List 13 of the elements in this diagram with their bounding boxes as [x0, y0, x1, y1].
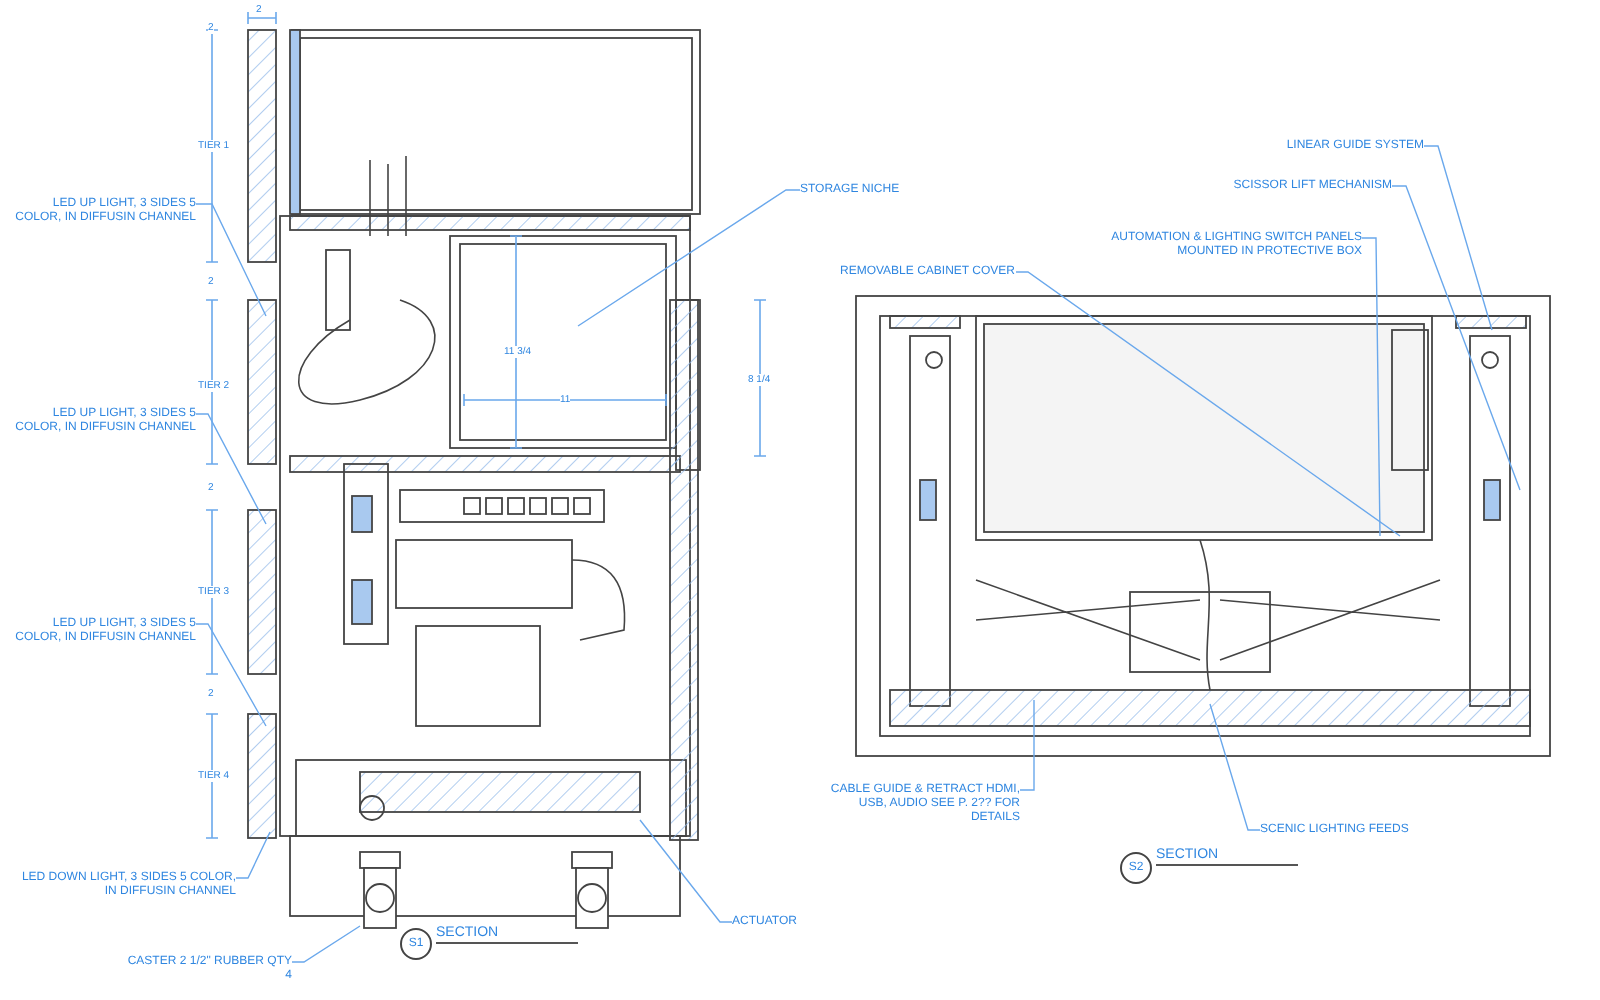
leader-line [1015, 271, 1401, 537]
leader-line [1019, 699, 1035, 791]
leader-line [195, 203, 267, 317]
leader-line [195, 623, 267, 727]
leader-line [1361, 237, 1381, 537]
leader-line [1391, 185, 1521, 491]
leader-line [235, 831, 271, 879]
leader-line [639, 819, 733, 923]
leader-line [195, 413, 267, 525]
leader-line [1209, 703, 1261, 831]
leader-line [1423, 145, 1493, 331]
leader-line [291, 925, 361, 963]
leader-line [577, 189, 801, 327]
